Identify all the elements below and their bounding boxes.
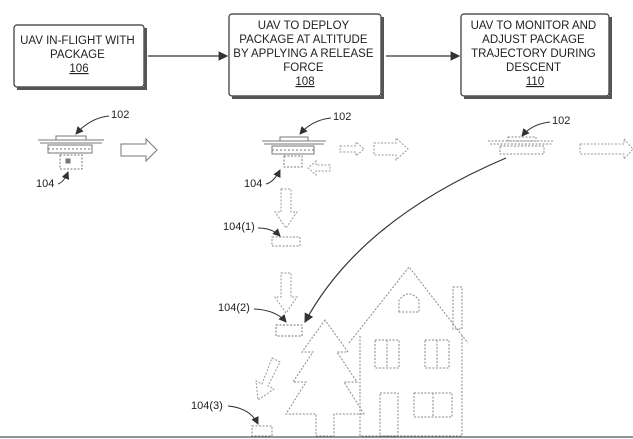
label-uav-2: 102 [333,111,351,123]
step-108-line-2: PACKAGE AT ALTITUDE [239,34,368,46]
package-stage-3 [252,426,272,436]
step-108-ref: 108 [295,76,314,88]
leader-uav-2 [300,118,331,134]
block-arrow-2c [374,138,408,160]
leader-pkg-stage-1 [258,228,280,236]
label-uav-3: 102 [552,115,570,127]
step-106-line-1: UAV IN-FLIGHT WITH [20,35,135,47]
label-pkg-stage-1: 104(1) [223,221,255,233]
step-106-ref: 106 [69,63,88,75]
descent-arrow-3 [256,358,280,400]
step-box-106: UAV IN-FLIGHT WITH PACKAGE 106 [14,25,147,90]
descent-arrow-2 [275,273,297,313]
step-110-line-4: DESCENT [506,62,561,74]
label-pkg-2: 104 [244,178,262,190]
step-108-line-4: FORCE [283,62,324,74]
step-110-line-2: ADJUST PACKAGE [482,34,585,46]
step-box-110: UAV TO MONITOR AND ADJUST PACKAGE TRAJEC… [461,14,612,99]
uav-drawing-2 [262,137,326,167]
leader-pkg-2 [266,170,280,184]
block-arrow-1 [121,139,157,161]
step-110-ref: 110 [526,76,544,88]
step-108-line-3: BY APPLYING A RELEASE [233,48,374,60]
leader-pkg-stage-2 [254,309,286,322]
label-pkg-stage-2: 104(2) [218,302,250,314]
uav-drawing-1 [38,136,104,169]
leader-uav-1 [76,116,109,134]
step-106-line-2: PACKAGE [50,49,105,61]
label-pkg-1: 104 [36,178,54,190]
leader-uav-3 [522,122,550,136]
step-110-line-1: UAV TO MONITOR AND [471,20,597,32]
tree-drawing [286,320,364,436]
label-pkg-stage-3: 104(3) [191,400,223,412]
block-arrow-3 [580,139,633,159]
package-stage-1 [272,237,300,246]
step-108-line-1: UAV TO DEPLOY [258,20,350,32]
step-box-108: UAV TO DEPLOY PACKAGE AT ALTITUDE BY APP… [229,14,384,99]
trajectory-curve [305,158,506,322]
leader-pkg-stage-3 [228,406,258,424]
step-110-line-3: TRAJECTORY DURING [471,48,596,60]
uav-drawing-3 [488,137,554,154]
block-arrow-2a [340,142,364,156]
label-uav-1: 102 [111,109,129,121]
house-drawing [349,267,468,436]
descent-arrow-1 [275,189,297,228]
package-stage-2 [276,325,302,336]
block-arrow-2b [308,161,330,175]
leader-pkg-1 [58,172,68,184]
